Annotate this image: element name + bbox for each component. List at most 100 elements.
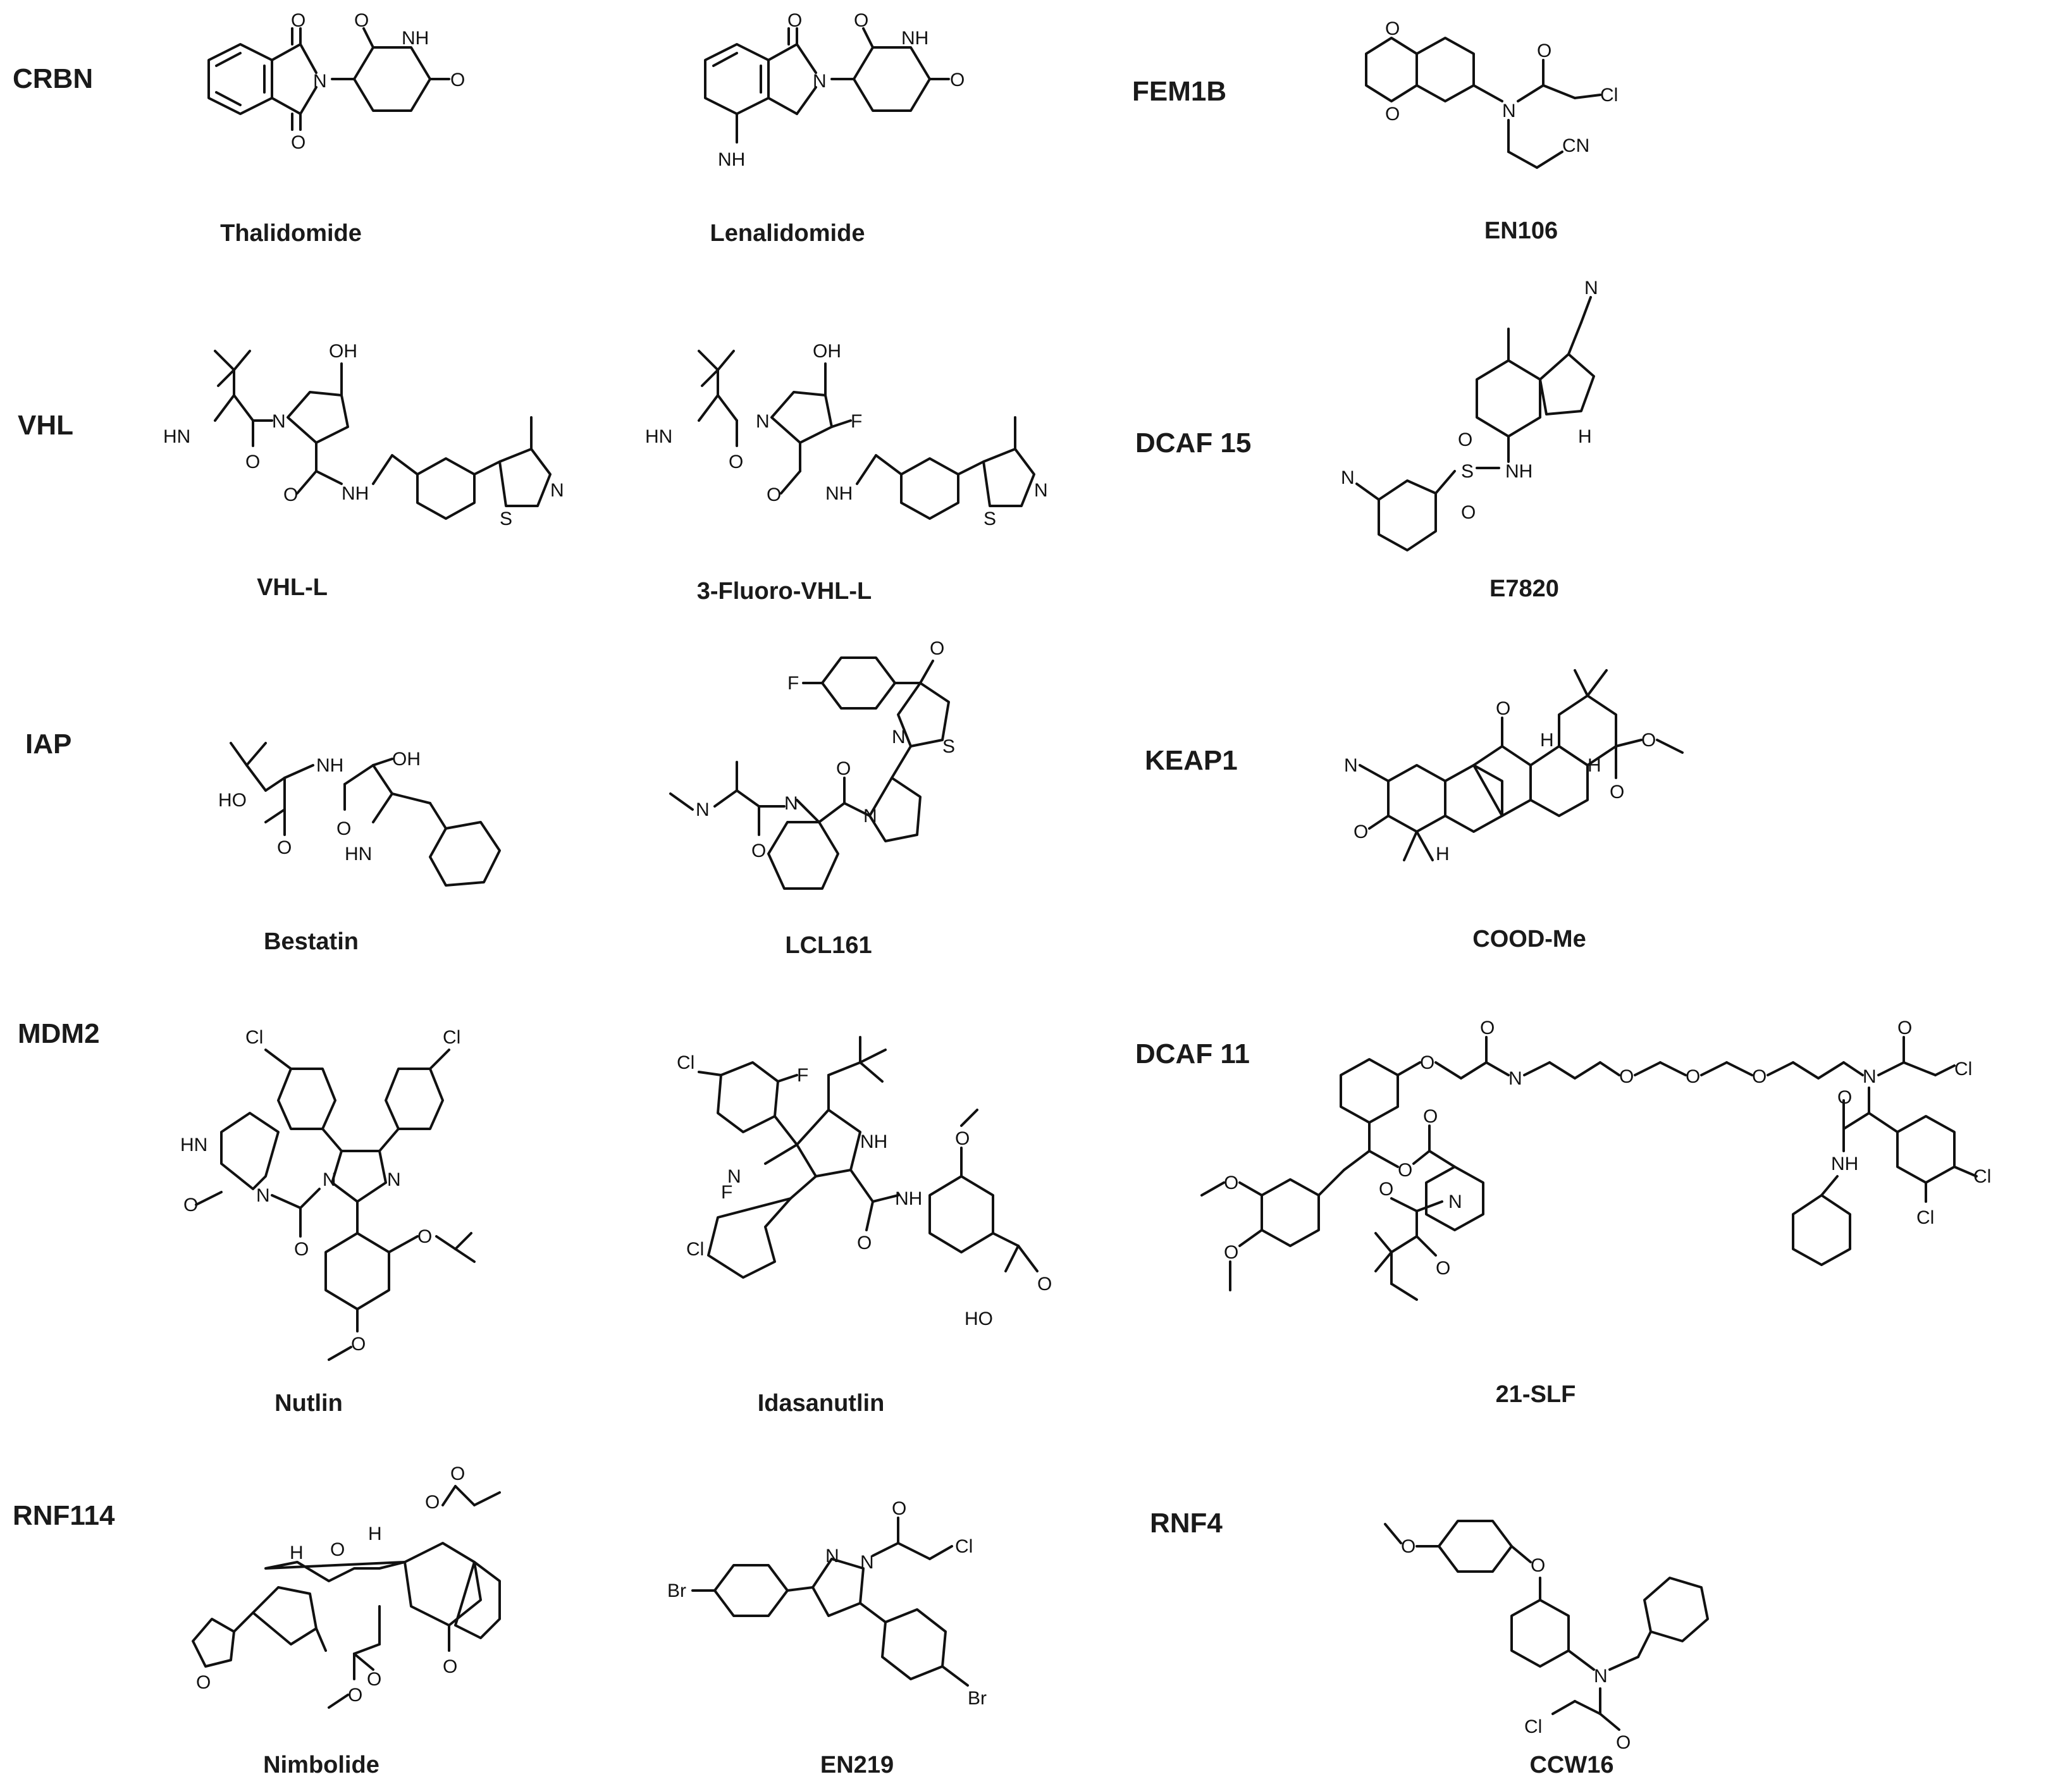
atom-o: O [1385,104,1400,125]
atom-o: O [1837,1087,1852,1108]
atom-o: O [787,10,802,31]
atom-n: N [892,727,906,748]
atom-o: O [751,840,766,861]
atom-o: O [348,1685,362,1706]
atom-s: S [500,508,512,529]
name-idasanutlin: Idasanutlin [757,1390,885,1417]
atom-o: O [930,638,944,659]
atom-h: H [1436,844,1450,865]
structure-e7820: N H NH S O O N [1341,278,1598,551]
atom-o: O [1616,1732,1631,1753]
label-iap: IAP [25,729,72,760]
atom-cl: Cl [443,1027,460,1048]
atom-o: O [1480,1018,1495,1038]
atom-n: N [313,71,327,92]
atom-cl: Cl [1524,1716,1542,1737]
atom-o: O [1531,1555,1545,1576]
structure-lcl161: F O S N N O N O N [669,638,955,890]
atom-oh: OH [329,341,357,362]
atom-o: O [417,1226,432,1247]
atom-o: O [294,1239,309,1260]
atom-hn: HN [180,1135,207,1155]
atom-ho: HO [965,1308,993,1329]
atom-n: N [1502,101,1516,121]
atom-f: F [797,1065,808,1086]
atom-o: O [354,10,369,31]
structure-cood-me: N O O H H O O H [1344,669,1684,865]
atom-o: O [1496,698,1510,719]
atom-o: O [857,1233,872,1253]
atom-o: O [1619,1066,1634,1087]
atom-o: O [196,1672,211,1693]
atom-o: O [291,132,305,153]
atom-o: O [1641,730,1656,751]
label-mdm2: MDM2 [18,1018,100,1049]
atom-o: O [183,1195,198,1216]
atom-cl: Cl [1916,1207,1934,1228]
atom-cl: Cl [1954,1059,1972,1080]
atom-n: N [323,1169,336,1190]
atom-n: N [1034,480,1048,501]
atom-n: N [1448,1191,1462,1212]
atom-oh: OH [392,749,421,770]
atom-o: O [1458,429,1472,450]
structure-idasanutlin: Cl F NH N O NH O O HO F Cl [677,1036,1052,1329]
atom-s: S [984,508,996,529]
atom-o: O [1354,822,1368,842]
atom-o: O [330,1539,345,1560]
atom-cn: CN [1562,135,1589,156]
atom-nh: NH [1505,461,1532,482]
atom-n: N [1584,278,1598,298]
atom-o: O [1037,1274,1052,1295]
atom-nh: NH [825,483,853,504]
atom-cl: Cl [686,1239,704,1260]
atom-n: N [825,1546,839,1566]
name-ccw16: CCW16 [1529,1752,1614,1778]
label-dcaf11: DCAF 11 [1135,1038,1250,1069]
name-3-fluoro-vhl-l: 3-Fluoro-VHL-L [696,578,872,605]
name-nutlin: Nutlin [274,1390,343,1417]
name-e7820: E7820 [1489,575,1559,602]
atom-nh: NH [860,1131,887,1152]
atom-nh: NH [901,28,928,49]
atom-o: O [767,484,781,505]
atom-br: Br [968,1688,987,1709]
atom-n: N [272,411,286,432]
atom-n: N [1594,1666,1608,1687]
name-bestatin: Bestatin [264,928,359,955]
atom-o: O [955,1128,970,1149]
atom-cl: Cl [245,1027,263,1048]
atom-n: N [1863,1066,1877,1087]
atom-oh: OH [813,341,841,362]
structure-en106: O O N O Cl CN [1365,18,1618,169]
atom-o: O [425,1492,440,1513]
structure-ccw16: O O N O Cl [1384,1520,1709,1753]
atom-nh: NH [316,755,343,776]
atom-n: N [550,480,564,501]
atom-cl: Cl [1600,85,1618,106]
atom-nh: NH [342,483,369,504]
name-lcl161: LCL161 [785,932,872,959]
name-nimbolide: Nimbolide [263,1752,379,1778]
atom-cl: Cl [677,1052,694,1073]
atom-h2n: HN [345,844,372,865]
atom-o: O [1461,502,1476,523]
label-rnf114: RNF114 [13,1500,115,1531]
atom-h: H [368,1523,382,1544]
atom-n: N [387,1169,401,1190]
atom-o: O [854,10,868,31]
structure-21-slf: O O N O O O N O Cl O NH [1200,1018,1991,1301]
atom-o: O [1423,1106,1438,1127]
atom-o: O [729,452,743,472]
atom-o: O [1686,1066,1700,1087]
atom-cl: Cl [955,1536,973,1557]
atom-ho: HO [218,790,247,811]
structure-nutlin: Cl Cl N N O N HN O O O [180,1027,476,1361]
atom-n: N [860,1552,874,1573]
structure-lenalidomide: O N NH NH O O [704,10,965,170]
atom-o: O [283,484,298,505]
atom-o: O [1224,1242,1238,1263]
atom-nh: N [1508,1068,1522,1089]
atom-nh: NH [1831,1154,1858,1174]
